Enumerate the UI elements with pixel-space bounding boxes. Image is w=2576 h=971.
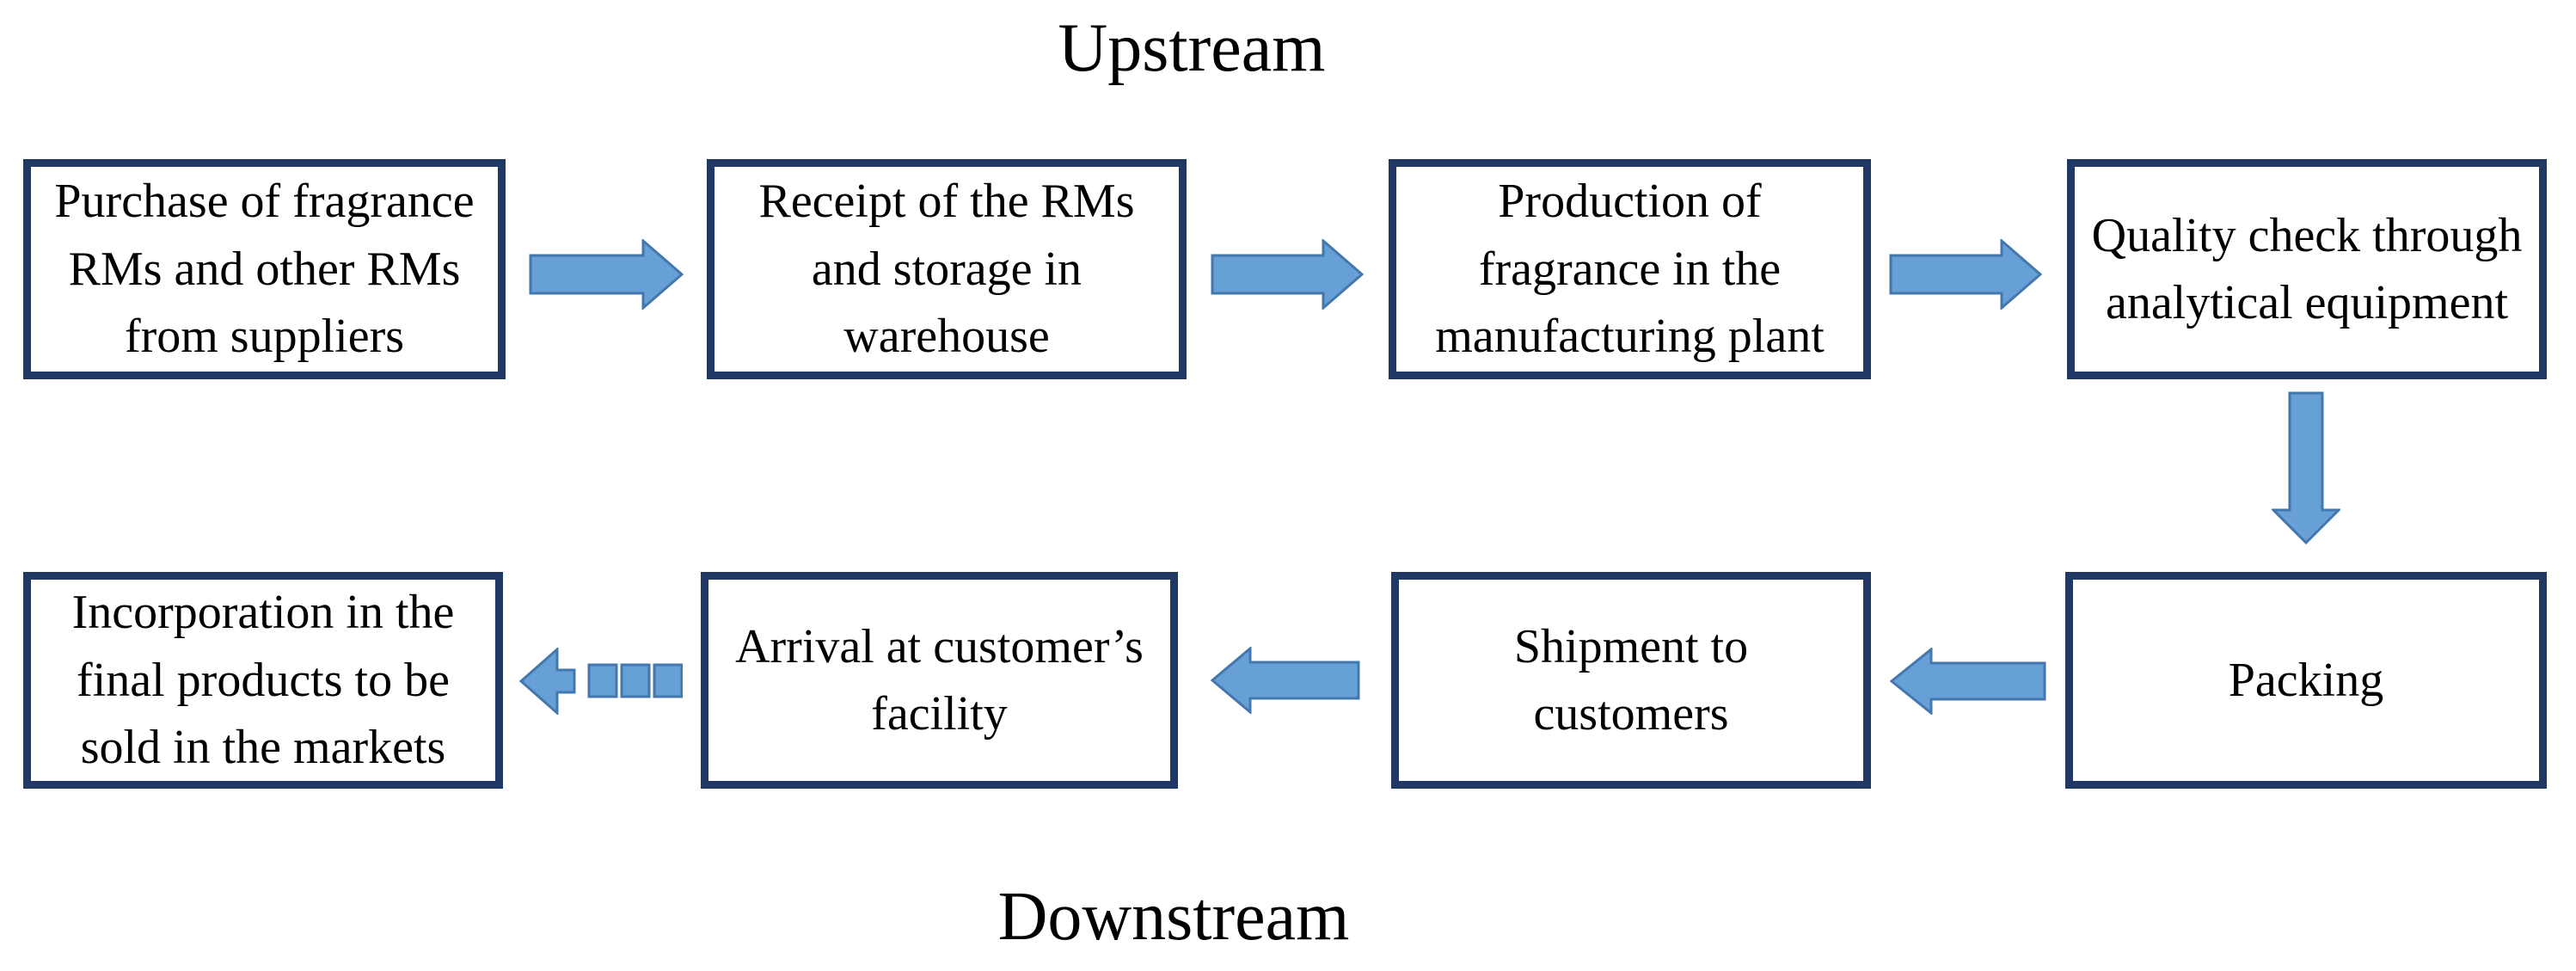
right-arrow-purchase-to-receipt-icon	[529, 239, 684, 310]
node-purchase-box: Purchase of fragrance RMs and other RMs …	[23, 159, 506, 379]
node-purchase-label: Purchase of fragrance RMs and other RMs …	[54, 175, 475, 364]
down-arrow-quality-to-packing-icon	[2272, 391, 2340, 544]
node-arrival-box: Arrival at customer’s facility	[701, 572, 1178, 789]
left-arrow-packing-to-shipment-icon	[1889, 648, 2046, 715]
right-arrow-receipt-to-production-icon	[1211, 239, 1364, 310]
upstream-title: Upstream	[1058, 10, 1326, 86]
node-incorporation-label: Incorporation in the final products to b…	[71, 586, 455, 775]
node-arrival-label: Arrival at customer’s facility	[735, 619, 1144, 741]
node-quality-check-label: Quality check through analytical equipme…	[2091, 208, 2523, 329]
node-quality-check-box: Quality check through analytical equipme…	[2067, 159, 2547, 379]
dashed-left-arrow-arrival-to-incorporation-icon	[519, 648, 683, 715]
node-shipment-box: Shipment to customers	[1391, 572, 1871, 789]
downstream-title: Downstream	[997, 879, 1350, 955]
node-shipment-label: Shipment to customers	[1513, 619, 1749, 741]
node-production-label: Production of fragrance in the manufactu…	[1435, 175, 1825, 364]
node-packing-label: Packing	[2228, 653, 2384, 707]
node-receipt-box: Receipt of the RMs and storage in wareho…	[707, 159, 1187, 379]
node-packing-box: Packing	[2065, 572, 2547, 789]
node-production-box: Production of fragrance in the manufactu…	[1389, 159, 1871, 379]
node-incorporation-box: Incorporation in the final products to b…	[23, 572, 503, 789]
node-receipt-label: Receipt of the RMs and storage in wareho…	[758, 175, 1135, 364]
left-arrow-shipment-to-arrival-icon	[1210, 647, 1360, 714]
right-arrow-production-to-quality-icon	[1889, 239, 2042, 310]
